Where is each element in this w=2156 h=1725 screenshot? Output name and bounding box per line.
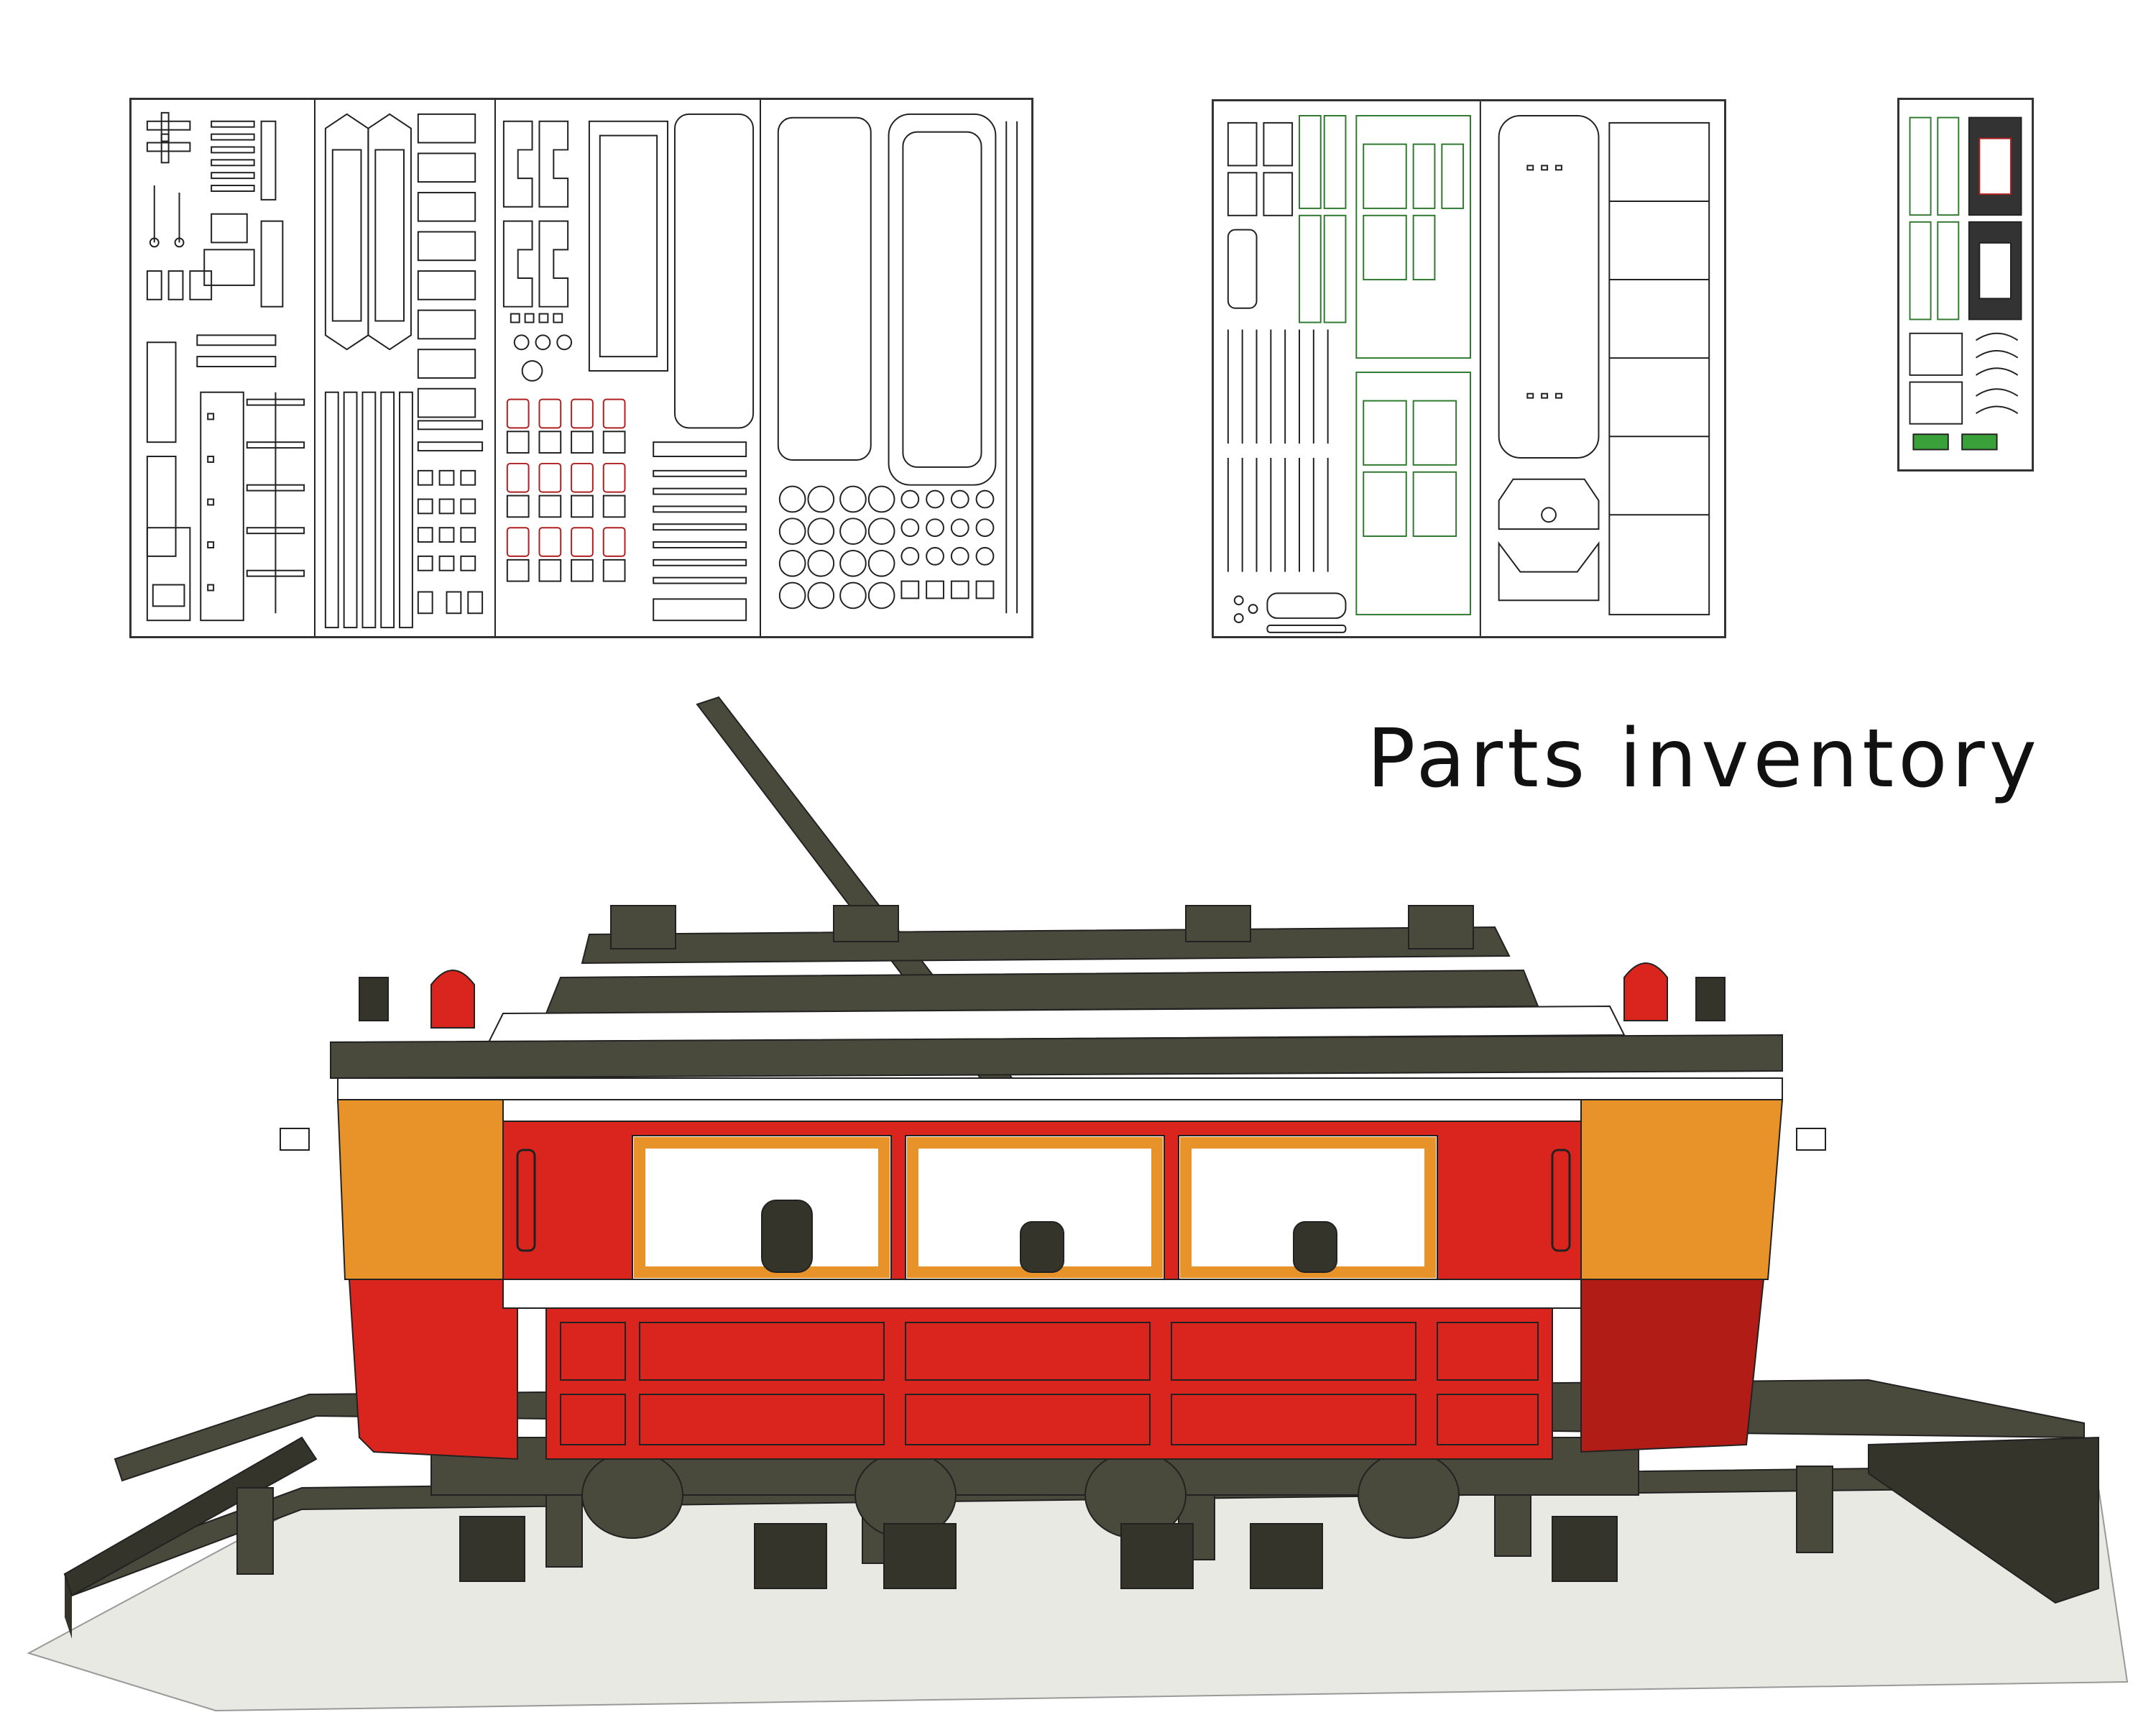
end-markers [359,977,1726,1021]
side-body-red-lower [545,1307,1553,1460]
wheels [581,1451,1460,1539]
rail-left-wall [63,1436,318,1597]
parts-sheet-c [1897,98,2034,472]
side-panels [560,1322,1539,1445]
roof-lower [330,1034,1783,1080]
rear-end-windows [1580,1099,1784,1280]
parts-sheet-a-drawing [146,100,1018,636]
interior-seats [761,1200,1337,1273]
parts-sheet-b [1212,99,1726,638]
page-title: Parts inventory [1366,712,2041,806]
tram-model-illustration [27,696,2129,1712]
side-windowsill [502,1279,1582,1309]
end-lamps [430,962,1668,1029]
roof-white [487,1005,1626,1044]
parts-sheet-b-drawing [1227,101,1710,636]
roof-top-rail [581,926,1511,965]
parts-sheet-c-drawing [1909,116,2022,451]
axle-boxes [459,1516,1618,1589]
rail-end-wall [1868,1436,2099,1604]
parts-sheet-a [129,98,1033,638]
headlight-left [280,1128,310,1151]
grab-handles [516,1149,1571,1252]
roof-white-band [337,1077,1783,1100]
roof-brackets [610,905,1474,949]
side-body-upper-white [502,1099,1582,1122]
headlight-right [1796,1128,1826,1151]
front-end-windows [336,1099,518,1280]
